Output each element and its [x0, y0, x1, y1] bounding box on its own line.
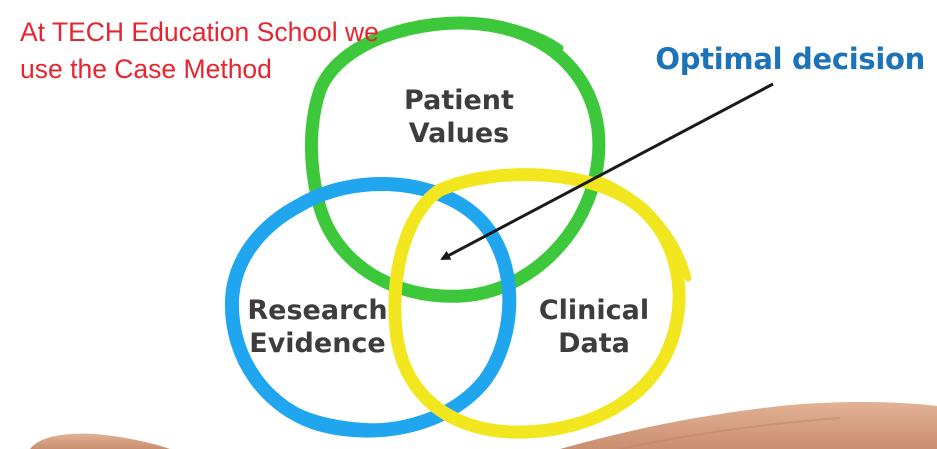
- caption-line-2: use the Case Method: [20, 54, 272, 84]
- patient-values-label: Patient Values: [394, 84, 524, 150]
- clinical-data-circle: [388, 168, 692, 439]
- research-evidence-label: Research Evidence: [235, 294, 400, 360]
- caption-line-1: At TECH Education School we: [20, 17, 379, 47]
- research-evidence-label-line-2: Evidence: [249, 328, 386, 359]
- patient-values-label-line-2: Values: [408, 118, 510, 149]
- clinical-data-label-line-1: Clinical: [538, 295, 650, 326]
- clinical-data-label-line-2: Data: [558, 328, 630, 359]
- arrow-pointing-to-intersection-icon: [440, 82, 774, 261]
- clinical-data-label: Clinical Data: [524, 294, 664, 360]
- research-evidence-label-line-1: Research: [247, 295, 388, 326]
- patient-values-label-line-1: Patient: [404, 85, 514, 116]
- hand-palm-icon: [30, 402, 937, 449]
- research-evidence-circle: [224, 176, 517, 438]
- page-caption: At TECH Education School we use the Case…: [20, 14, 490, 88]
- optimal-decision-label: Optimal decision: [655, 42, 925, 76]
